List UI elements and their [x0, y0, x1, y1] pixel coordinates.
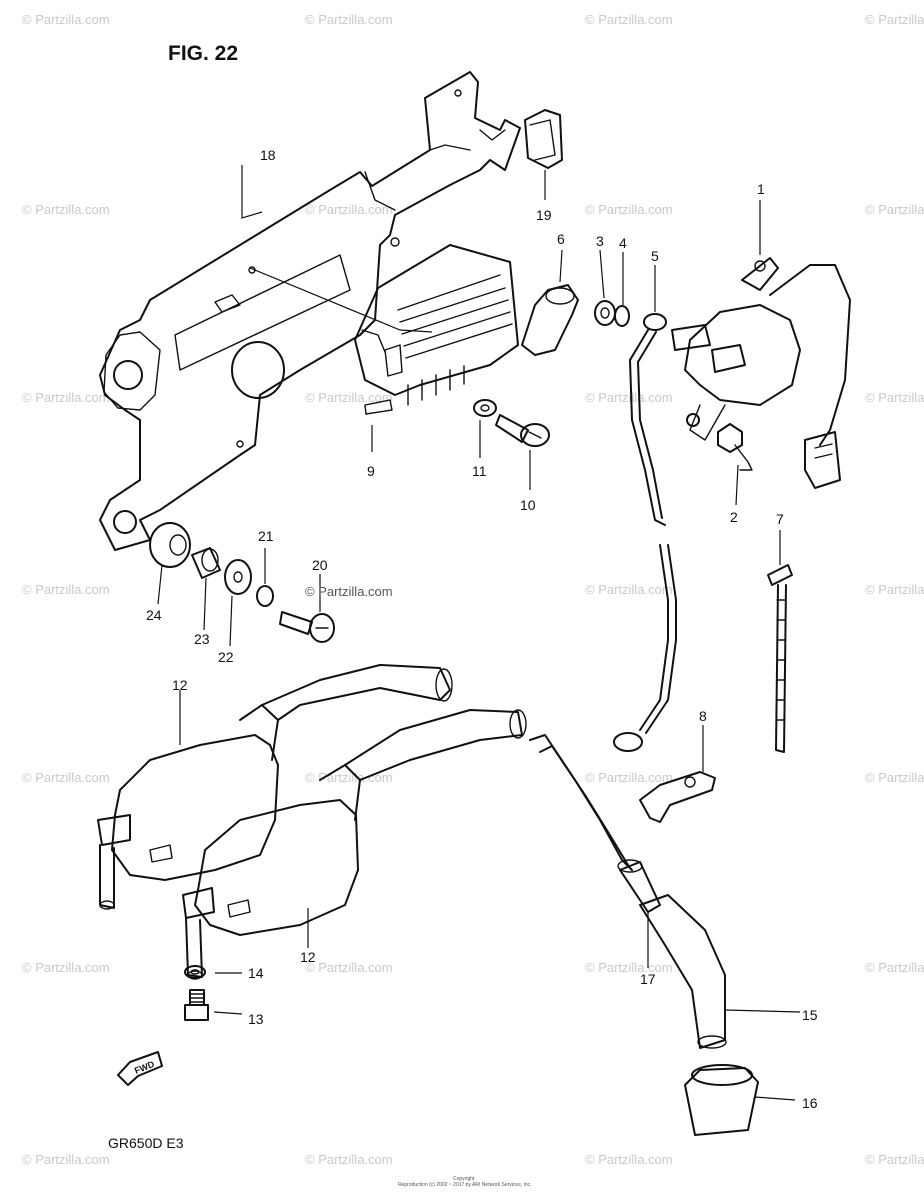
watermark: © Partzilla.com: [585, 960, 673, 975]
watermark: © Partzilla.com: [585, 12, 673, 27]
callouts: 1 2 3 4 5 6 7 8 9 10 11 12 12 13 14 15 1…: [146, 147, 818, 1111]
watermark: © Partzilla.com: [865, 202, 924, 217]
callout-12-lower: 12: [300, 949, 316, 965]
watermark: © Partzilla.com: [305, 202, 393, 217]
collar-23[interactable]: [191, 547, 221, 579]
fwd-arrow-icon: FWD: [117, 1051, 163, 1086]
plug-cap-15[interactable]: [639, 894, 727, 1049]
callout-9: 9: [367, 463, 375, 479]
watermark: © Partzilla.com: [305, 12, 393, 27]
callout-13: 13: [248, 1011, 264, 1027]
watermark: © Partzilla.com: [22, 1152, 110, 1167]
callout-8: 8: [699, 708, 707, 724]
callout-6: 6: [557, 231, 565, 247]
callout-3: 3: [596, 233, 604, 249]
watermark-grid: © Partzilla.com © Partzilla.com © Partzi…: [22, 12, 924, 1167]
watermark: © Partzilla.com: [865, 12, 924, 27]
callout-2: 2: [730, 509, 738, 525]
washer-22[interactable]: [224, 559, 252, 595]
watermark: © Partzilla.com: [585, 1152, 673, 1167]
watermark: © Partzilla.com: [305, 960, 393, 975]
washer-14[interactable]: [184, 965, 206, 979]
watermark: © Partzilla.com: [585, 202, 673, 217]
callout-17: 17: [640, 971, 656, 987]
callout-15: 15: [802, 1007, 818, 1023]
watermark: © Partzilla.com: [585, 390, 673, 405]
callout-7: 7: [776, 511, 784, 527]
copyright-line-1: Copyright: [453, 1176, 475, 1182]
watermark: © Partzilla.com: [22, 770, 110, 785]
callout-23: 23: [194, 631, 210, 647]
watermark: © Partzilla.com: [22, 960, 110, 975]
watermark: © Partzilla.com: [22, 390, 110, 405]
bracket-plate-18[interactable]: [99, 71, 521, 551]
callout-21: 21: [258, 528, 274, 544]
bolt-13[interactable]: [184, 989, 209, 1021]
grommet-24[interactable]: [149, 522, 191, 568]
screw-10[interactable]: [495, 414, 550, 447]
callout-22: 22: [218, 649, 234, 665]
leader-lines: [157, 165, 801, 1101]
ignition-coil-12-lower[interactable]: [182, 709, 527, 980]
watermark: © Partzilla.com: [305, 1152, 393, 1167]
plug-cover-16[interactable]: [684, 1064, 759, 1136]
watermark: © Partzilla.com: [865, 960, 924, 975]
watermark: © Partzilla.com: [22, 582, 110, 597]
center-watermark: © Partzilla.com: [305, 584, 393, 599]
watermark: © Partzilla.com: [305, 770, 393, 785]
callout-5: 5: [651, 248, 659, 264]
callout-24: 24: [146, 607, 162, 623]
callout-20: 20: [312, 557, 328, 573]
watermark: © Partzilla.com: [585, 582, 673, 597]
callout-1: 1: [757, 181, 765, 197]
callout-14: 14: [248, 965, 264, 981]
washer-4[interactable]: [614, 305, 630, 327]
callout-10: 10: [520, 497, 536, 513]
watermark: © Partzilla.com: [865, 1152, 924, 1167]
watermark: © Partzilla.com: [22, 202, 110, 217]
bolt-2[interactable]: [717, 423, 753, 471]
regulator-9[interactable]: [354, 244, 519, 415]
terminal-wire-5[interactable]: [613, 313, 677, 752]
callout-4: 4: [619, 235, 627, 251]
callout-11: 11: [472, 463, 487, 479]
washer-11[interactable]: [473, 399, 497, 417]
watermark: © Partzilla.com: [865, 582, 924, 597]
watermark: © Partzilla.com: [865, 390, 924, 405]
model-code: GR650D E3: [108, 1135, 184, 1151]
watermark: © Partzilla.com: [865, 770, 924, 785]
nut-3[interactable]: [594, 300, 616, 326]
clip-19[interactable]: [524, 109, 563, 169]
callout-19: 19: [536, 207, 552, 223]
boot-6[interactable]: [521, 284, 579, 356]
screw-20[interactable]: [279, 611, 335, 643]
cable-tie-7[interactable]: [767, 564, 793, 753]
callout-16: 16: [802, 1095, 818, 1111]
watermark: © Partzilla.com: [305, 390, 393, 405]
watermark: © Partzilla.com: [585, 770, 673, 785]
callout-18: 18: [260, 147, 276, 163]
figure-title: FIG. 22: [168, 42, 238, 65]
ht-lead-17[interactable]: [529, 734, 661, 913]
lock-washer-21[interactable]: [256, 585, 274, 607]
clamp-8[interactable]: [639, 771, 716, 823]
callout-12-upper: 12: [172, 677, 188, 693]
starter-relay-1[interactable]: [671, 257, 851, 489]
ignition-coil-12-upper[interactable]: [97, 664, 453, 910]
copyright-line-2: Reproduction (c) 2002 ~ 2017 by ARI Netw…: [398, 1182, 532, 1188]
watermark: © Partzilla.com: [22, 12, 110, 27]
